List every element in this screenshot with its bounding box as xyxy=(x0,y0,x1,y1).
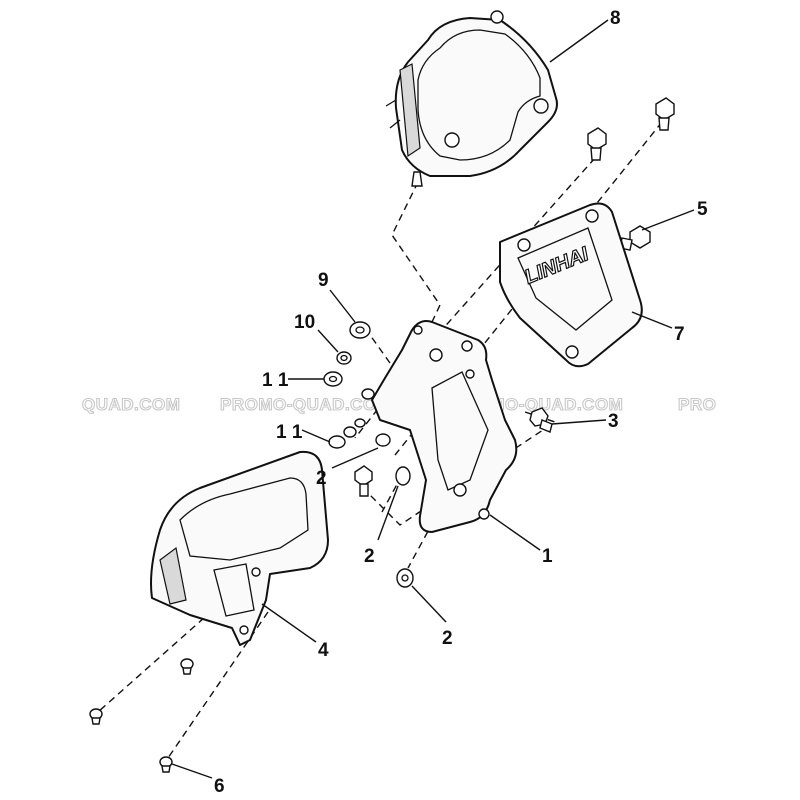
main-bracket-part xyxy=(371,320,518,533)
lower-cover-part xyxy=(150,450,329,646)
callout-10: 10 xyxy=(294,312,315,333)
callout-4: 4 xyxy=(318,640,329,661)
bracket-hole-4 xyxy=(453,483,467,497)
rubber-grommet-9 xyxy=(349,321,371,339)
dash-gauge-to-bracket xyxy=(391,181,441,323)
callout-5: 5 xyxy=(697,199,708,220)
callout-2-middle: 2 xyxy=(364,546,375,567)
watermark-4: PRO xyxy=(678,395,716,414)
lower-cover-slot xyxy=(213,563,255,617)
washer-10 xyxy=(336,351,352,365)
leader-6 xyxy=(171,763,213,779)
bottom-screws xyxy=(89,658,194,773)
callout-8: 8 xyxy=(610,8,621,29)
nut-2-upper xyxy=(375,433,391,447)
bracket-hole-2 xyxy=(461,340,473,352)
callout-2-lower: 2 xyxy=(442,628,453,649)
gauge-side-ribs xyxy=(385,99,401,129)
callout-9: 9 xyxy=(318,270,329,291)
top-bolts xyxy=(587,97,675,251)
hex-bolt-left xyxy=(587,127,607,161)
callout-7: 7 xyxy=(674,324,685,345)
lower-cover-shading xyxy=(159,546,187,605)
bracket-hole-3 xyxy=(413,325,423,335)
cover-hole-1 xyxy=(517,238,531,252)
callout-6: 6 xyxy=(214,776,225,797)
leader-8 xyxy=(549,19,609,63)
leader-7 xyxy=(631,311,673,329)
gauge-mount-boss-right xyxy=(533,98,549,114)
hex-bolt-5 xyxy=(619,225,651,251)
leader-2-middle xyxy=(377,485,399,541)
leader-2-lower xyxy=(411,585,447,623)
lower-cover-hole-1 xyxy=(251,567,261,577)
gauge-face-rim xyxy=(417,29,541,161)
bolt-3 xyxy=(529,407,553,433)
nut-11-upper xyxy=(323,371,343,387)
leader-lines xyxy=(171,19,695,779)
watermark-2: PROMO-QUAD.COM xyxy=(220,395,391,414)
cover-plate-window xyxy=(517,227,613,331)
leader-5 xyxy=(641,209,695,231)
gauge-mount-boss-bottom xyxy=(444,132,460,148)
callout-labels: 8 5 7 9 10 1 1 1 1 2 2 2 3 1 4 6 xyxy=(214,8,708,797)
lower-cover-recess xyxy=(179,477,309,561)
leader-10 xyxy=(317,329,339,353)
nut-2-middle xyxy=(395,466,411,486)
bracket-hole-1 xyxy=(429,348,443,362)
bracket-body xyxy=(371,320,518,533)
screw-6-middle xyxy=(180,658,194,675)
leader-1 xyxy=(489,514,541,551)
leader-9 xyxy=(329,289,356,323)
cover-hole-3 xyxy=(565,345,579,359)
callout-2-upper: 2 xyxy=(316,468,327,489)
bracket-hole-5 xyxy=(478,508,490,520)
screw-6-left xyxy=(89,708,103,725)
watermark-1: QUAD.COM xyxy=(82,395,180,414)
hex-bolt-right xyxy=(655,97,675,131)
small-hardware xyxy=(323,321,553,588)
linhai-cover-part: LINHAI xyxy=(499,202,643,368)
callout-1: 1 xyxy=(542,546,553,567)
bracket-cutout xyxy=(431,371,489,491)
bracket-hole-6 xyxy=(465,369,475,379)
dash-washer9 xyxy=(364,327,396,371)
screw-6-bottom xyxy=(159,756,173,773)
leader-4 xyxy=(261,603,317,643)
leader-2-upper xyxy=(331,447,379,469)
gauge-side-shading xyxy=(399,63,421,158)
cover-plate-body xyxy=(499,202,643,368)
leader-3 xyxy=(551,419,607,425)
callout-11-lower: 1 1 xyxy=(276,422,303,443)
gauge-mount-boss-top xyxy=(490,10,504,24)
callout-11-upper: 1 1 xyxy=(262,370,289,391)
bolt-2-middle xyxy=(354,465,373,497)
callout-3: 3 xyxy=(608,411,619,432)
leader-11-lower xyxy=(301,429,331,443)
gauge-connector xyxy=(411,171,423,187)
nut-2-lower xyxy=(396,568,414,588)
lower-cover-hole-2 xyxy=(239,625,249,635)
gauge-housing-body xyxy=(394,17,558,177)
lower-cover-body xyxy=(150,450,329,646)
cover-hole-2 xyxy=(585,209,599,223)
gauge-housing-part xyxy=(385,10,558,187)
